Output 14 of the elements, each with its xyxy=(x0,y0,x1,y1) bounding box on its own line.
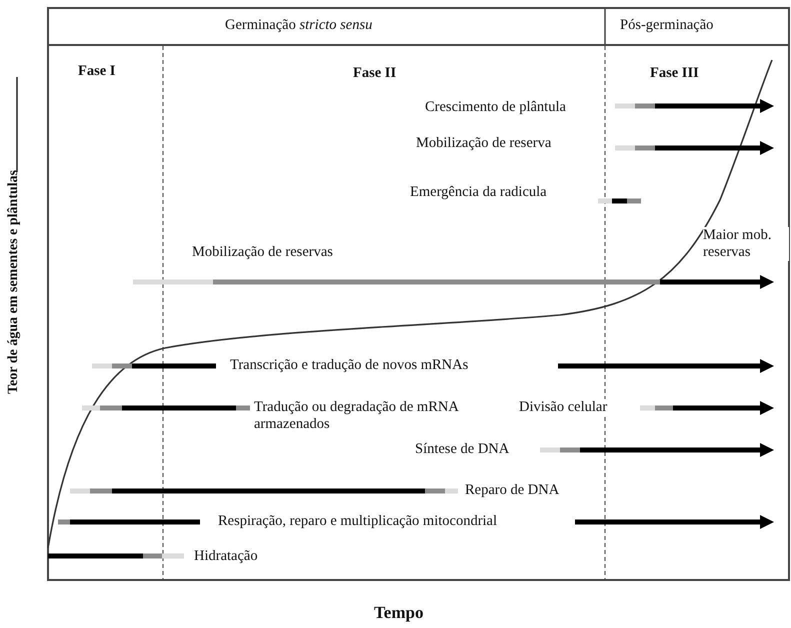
process-label: Mobilização de reserva xyxy=(416,135,552,152)
process-label: Mobilização de reservas xyxy=(192,244,333,261)
process-label: Emergência da radicula xyxy=(410,184,547,201)
header-label: Pós-germinação xyxy=(620,17,714,34)
process-label: Transcrição e tradução de novos mRNAs xyxy=(230,357,468,374)
process-label: Crescimento de plântula xyxy=(425,99,566,116)
axis-title: Teor de água em sementes e plântulas xyxy=(5,170,22,394)
axis-title: Tempo xyxy=(374,604,424,621)
process-label: Reparo de DNA xyxy=(465,482,560,499)
process-label: Respiração, reparo e multiplicação mitocondrial xyxy=(218,513,498,530)
process-label: Hidratação xyxy=(194,548,258,565)
process-label: Maior mob. reservas xyxy=(703,227,789,261)
header-label: Germinação stricto sensu xyxy=(225,17,372,34)
process-label: Divisão celular xyxy=(519,399,608,416)
